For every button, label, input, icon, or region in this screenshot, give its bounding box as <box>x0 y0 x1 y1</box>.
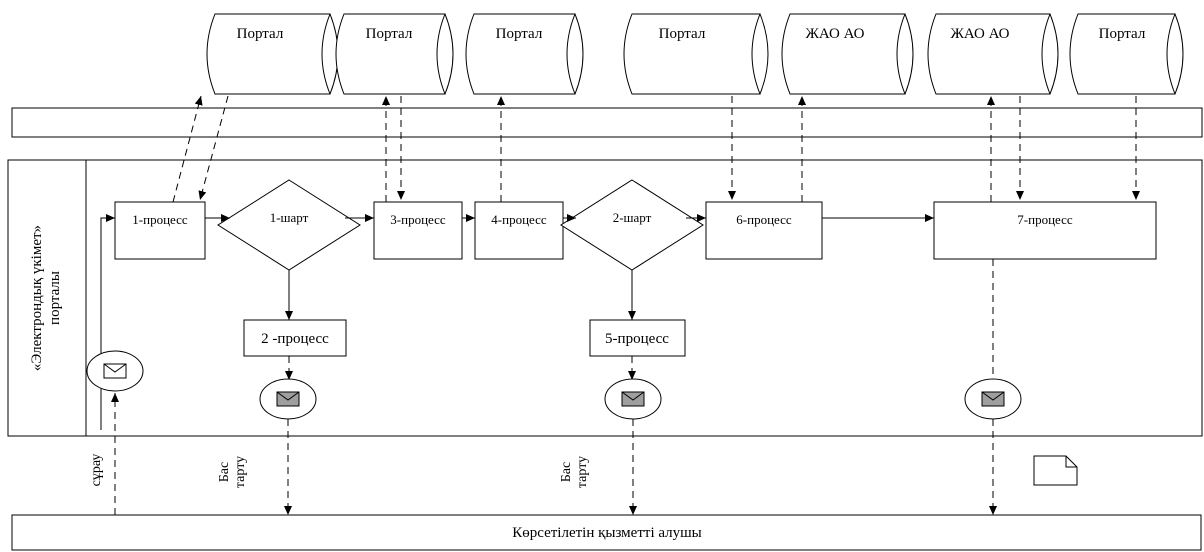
process-label: 2 -процесс <box>261 331 329 347</box>
process-label: 3-процесс <box>390 212 446 227</box>
swimlane-title-line2: порталы <box>47 271 63 325</box>
database-zhao-ao-2: ЖАО АО <box>927 13 1059 95</box>
refusal-text-line2: тарту <box>575 456 590 488</box>
database-label: Портал <box>237 26 284 42</box>
swimlane-header <box>7 159 87 437</box>
process-label: 6-процесс <box>736 212 792 227</box>
process-3: 3-процесс <box>373 201 463 260</box>
database-portal-2: Портал <box>335 13 454 95</box>
process-4: 4-процесс <box>474 201 564 260</box>
arrow-portal-1-to-process-1 <box>198 95 229 201</box>
condition-label: 2-шарт <box>613 210 652 225</box>
process-2: 2 -процесс <box>243 319 347 357</box>
process-label: 5-процесс <box>605 331 669 347</box>
message-event-start <box>86 350 144 392</box>
request-text: сұрау <box>89 454 104 487</box>
refusal-label-2: Бас тарту <box>559 456 590 488</box>
process-label: 1-процесс <box>132 212 188 227</box>
document-icon <box>1033 455 1078 486</box>
database-label: ЖАО АО <box>805 26 864 42</box>
recipient-arrows <box>111 393 997 515</box>
process-1: 1-процесс <box>114 201 206 260</box>
refusal-text-line2: тарту <box>233 456 248 488</box>
request-label: сұрау <box>89 454 104 487</box>
swimlane-title-line1: «Электрондық үкімет» <box>29 225 45 371</box>
database-portal-3: Портал <box>465 13 584 95</box>
database-portal-5: Портал <box>1069 13 1184 95</box>
database-label: Портал <box>366 26 413 42</box>
process-label: 4-процесс <box>491 212 547 227</box>
process-5: 5-процесс <box>589 319 686 357</box>
refusal-text-line1: Бас <box>217 462 232 482</box>
swimlane-title: «Электрондық үкімет» порталы <box>29 225 63 371</box>
recipient-label: Көрсетілетін қызметті алушы <box>512 525 702 541</box>
process-label: 7-процесс <box>1017 212 1073 227</box>
database-zhao-ao-1: ЖАО АО <box>781 13 914 95</box>
database-portal-4: Портал <box>623 13 769 95</box>
empty-band <box>11 107 1203 138</box>
condition-label: 1-шарт <box>270 210 309 225</box>
process-7: 7-процесс <box>933 201 1157 260</box>
arrow-process-1-to-portal-1 <box>172 95 203 203</box>
recipient-bar: Көрсетілетін қызметті алушы <box>11 514 1202 551</box>
message-event-process-7 <box>964 259 1022 420</box>
database-label: Портал <box>496 26 543 42</box>
refusal-label-1: Бас тарту <box>217 456 248 488</box>
database-portal-1: Портал <box>206 13 339 95</box>
process-6: 6-процесс <box>705 201 823 260</box>
database-label: ЖАО АО <box>950 26 1009 42</box>
refusal-text-line1: Бас <box>559 462 574 482</box>
message-event-process-5 <box>604 356 662 420</box>
database-label: Портал <box>1099 26 1146 42</box>
dashed-arrows <box>172 95 1140 203</box>
database-label: Портал <box>659 26 706 42</box>
